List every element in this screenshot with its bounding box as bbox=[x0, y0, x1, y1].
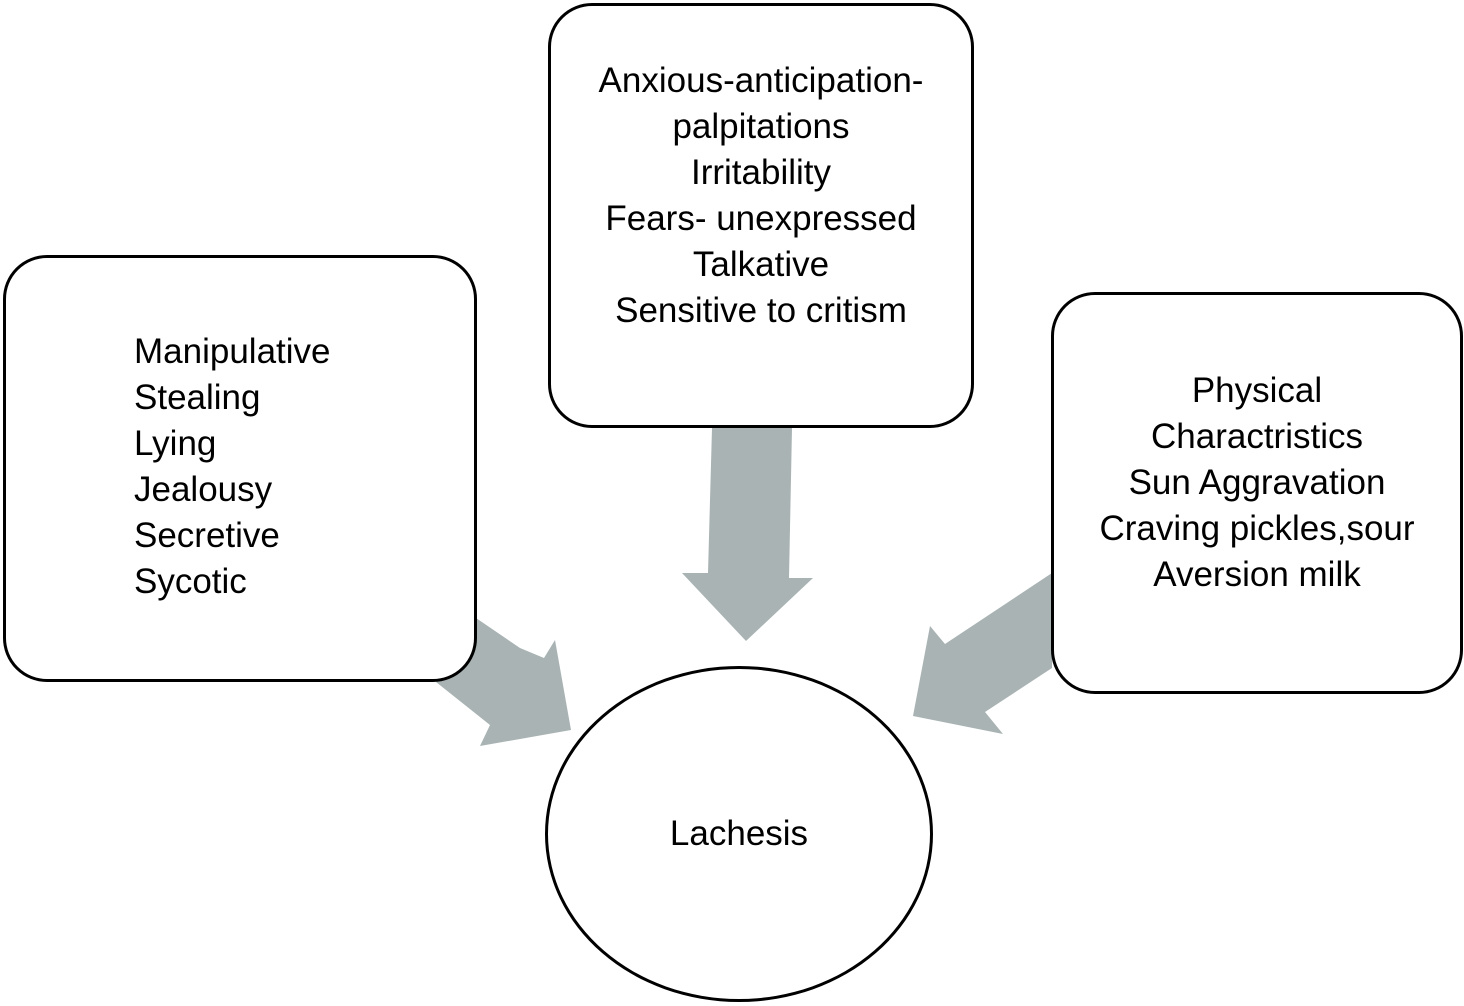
trait-line: Anxious-anticipation- bbox=[598, 61, 924, 100]
trait-line: Charactristics bbox=[1151, 417, 1363, 456]
trait-line: palpitations bbox=[672, 107, 850, 146]
traits-box-top: Anxious-anticipation- palpitations Irrit… bbox=[548, 3, 974, 428]
trait-line: Stealing bbox=[134, 378, 261, 417]
traits-box-right: Physical Charactristics Sun Aggravation … bbox=[1051, 292, 1463, 694]
trait-line: Irritability bbox=[690, 153, 832, 192]
trait-line: Aversion milk bbox=[1153, 555, 1361, 594]
trait-line: Sun Aggravation bbox=[1128, 463, 1386, 502]
center-node: Lachesis bbox=[545, 666, 933, 1002]
trait-line: Physical bbox=[1191, 371, 1323, 410]
trait-line: Talkative bbox=[692, 245, 830, 284]
trait-line: Fears- unexpressed bbox=[605, 199, 917, 238]
trait-line: Manipulative bbox=[134, 332, 331, 371]
arrow-right-to-center bbox=[913, 573, 1052, 734]
arrow-top-to-center bbox=[682, 428, 813, 641]
center-node-label: Lachesis bbox=[669, 814, 809, 853]
trait-line: Lying bbox=[134, 424, 217, 463]
trait-line: Secretive bbox=[134, 516, 280, 555]
traits-box-left: Manipulative Stealing Lying Jealousy Sec… bbox=[3, 255, 477, 682]
trait-line: Sycotic bbox=[134, 562, 247, 601]
traits-list-right: Physical Charactristics Sun Aggravation … bbox=[1054, 368, 1460, 598]
traits-list-left: Manipulative Stealing Lying Jealousy Sec… bbox=[134, 329, 331, 605]
trait-line: Jealousy bbox=[134, 470, 273, 509]
trait-line: Sensitive to critism bbox=[615, 291, 907, 330]
trait-line: Craving pickles,sour bbox=[1099, 509, 1415, 548]
traits-list-top: Anxious-anticipation- palpitations Irrit… bbox=[551, 58, 971, 334]
